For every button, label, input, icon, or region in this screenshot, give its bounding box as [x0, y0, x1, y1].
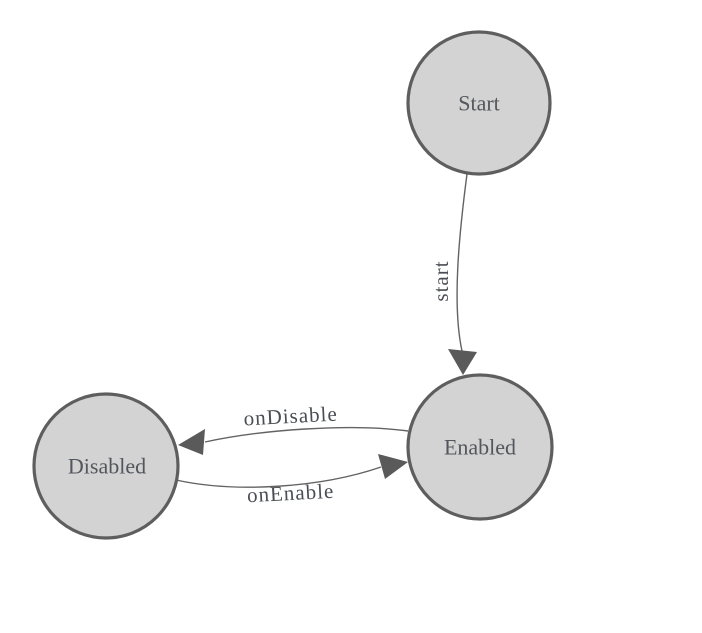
state-node-enabled: Enabled — [406, 373, 554, 521]
state-node-start-label: Start — [458, 91, 500, 116]
edge-label-start: start — [429, 260, 453, 301]
state-node-disabled: Disabled — [32, 392, 180, 540]
edge-start-to-enabled — [456, 173, 468, 352]
edge-disabled-to-enabled — [175, 466, 382, 488]
arrowhead-into-disabled-icon — [178, 429, 205, 455]
state-node-disabled-label: Disabled — [68, 454, 146, 479]
state-node-start: Start — [406, 30, 552, 176]
state-node-start-circle — [406, 30, 552, 176]
arrowhead-into-enabled-left-icon — [378, 454, 408, 479]
state-node-enabled-circle — [406, 373, 554, 521]
edge-label-ondisable: onDisable — [243, 402, 338, 431]
arrowhead-into-enabled-top-icon — [448, 349, 477, 375]
state-node-enabled-label: Enabled — [444, 435, 516, 460]
edge-label-onenable: onEnable — [246, 479, 334, 508]
edge-enabled-to-disabled — [204, 426, 409, 443]
state-node-disabled-circle — [32, 392, 180, 540]
